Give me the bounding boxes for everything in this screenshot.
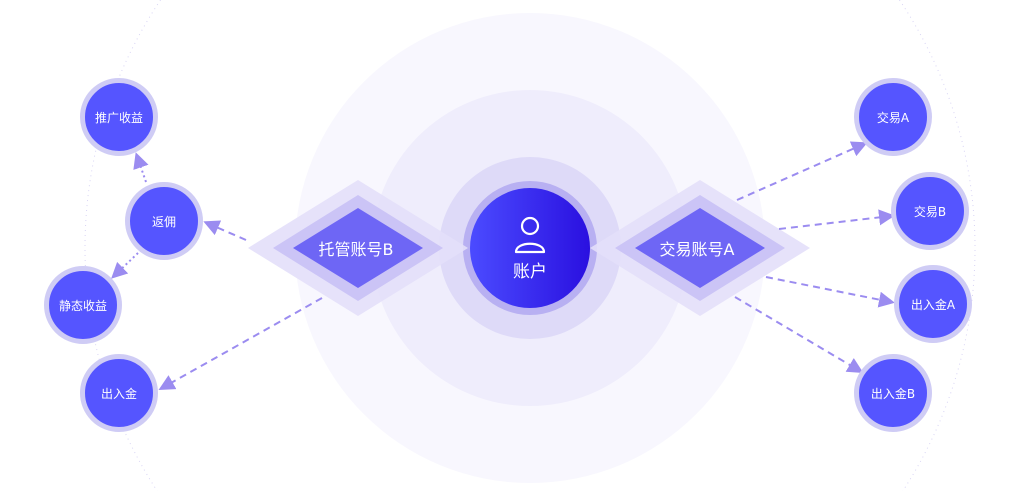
arrow-to-deposit-a <box>765 276 895 308</box>
account-center-node[interactable]: 账户 <box>470 188 590 308</box>
arrow-rebate-to-static <box>111 252 139 279</box>
arrow-rebate-to-promo <box>133 152 149 183</box>
custody-account-b-label[interactable]: 托管账号B <box>318 240 394 259</box>
node-deposit-a[interactable]: 出入金A <box>894 265 972 343</box>
user-icon <box>514 216 546 253</box>
node-trade-b[interactable]: 交易B <box>891 172 969 250</box>
arrow-to-trade-b <box>778 209 895 230</box>
outer-dotted-orbit-right <box>899 0 976 491</box>
trading-account-a-label[interactable]: 交易账号A <box>659 240 735 259</box>
center-label: 账户 <box>513 261 547 282</box>
node-promotion-income[interactable]: 推广收益 <box>80 78 158 156</box>
node-deposit-withdraw[interactable]: 出入金 <box>80 354 158 432</box>
arrow-to-rebate <box>203 220 247 241</box>
arrow-to-deposit-left <box>158 297 323 390</box>
node-rebate[interactable]: 返佣 <box>125 182 203 260</box>
node-deposit-b[interactable]: 出入金B <box>854 354 932 432</box>
right-hub-diamond <box>590 180 810 316</box>
node-static-income[interactable]: 静态收益 <box>44 266 122 344</box>
node-trade-a[interactable]: 交易A <box>854 78 932 156</box>
arrow-to-deposit-b <box>734 296 864 374</box>
left-hub-diamond <box>248 180 468 316</box>
outer-dotted-orbit-left <box>84 0 161 491</box>
